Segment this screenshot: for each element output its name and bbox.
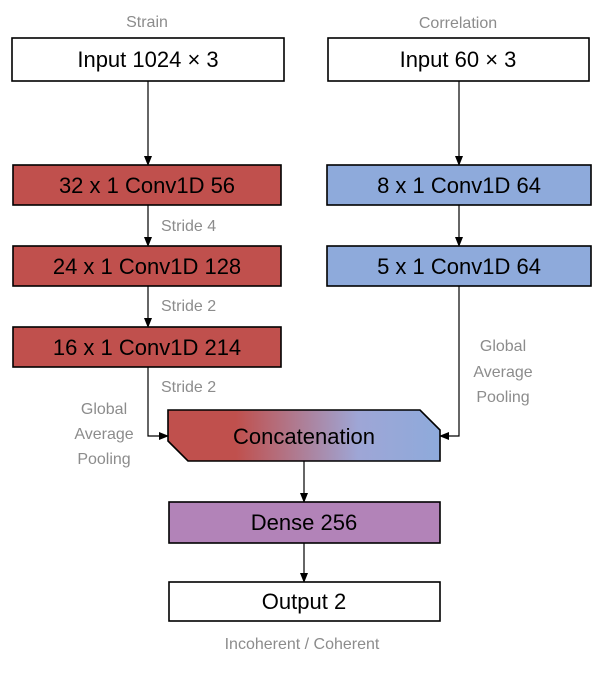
correlation-caption: Correlation <box>419 15 497 32</box>
dense-label: Dense 256 <box>251 510 357 535</box>
dense-node: Dense 256 <box>168 501 441 544</box>
strain-input-node: Input 1024 × 3 <box>11 37 285 82</box>
strain-conv3-label: 16 x 1 Conv1D 214 <box>53 335 241 360</box>
correlation-conv1-node: 8 x 1 Conv1D 64 <box>326 164 592 206</box>
output-label: Output 2 <box>262 589 346 614</box>
output-node: Output 2 <box>168 581 441 622</box>
correlation-conv1-label: 8 x 1 Conv1D 64 <box>377 173 541 198</box>
strain-conv1-label: 32 x 1 Conv1D 56 <box>59 173 235 198</box>
strain-pooling-line-3: Pooling <box>77 451 130 468</box>
stride-label-1: Stride 4 <box>161 218 216 235</box>
strain-conv2-label: 24 x 1 Conv1D 128 <box>53 254 241 279</box>
strain-pooling-caption: Global Average Pooling <box>74 401 133 468</box>
output-caption: Incoherent / Coherent <box>225 636 380 653</box>
strain-conv3-node: 16 x 1 Conv1D 214 <box>12 326 282 368</box>
correlation-input-node: Input 60 × 3 <box>327 37 590 82</box>
stride-label-2: Stride 2 <box>161 298 216 315</box>
correlation-conv2-node: 5 x 1 Conv1D 64 <box>326 245 592 287</box>
correlation-pooling-line-2: Average <box>473 364 532 381</box>
strain-pooling-line-2: Average <box>74 426 133 443</box>
correlation-input-label: Input 60 × 3 <box>400 47 517 72</box>
correlation-conv2-label: 5 x 1 Conv1D 64 <box>377 254 541 279</box>
edge-strain-conv3-to-concat <box>147 367 169 440</box>
strain-conv1-node: 32 x 1 Conv1D 56 <box>12 164 282 206</box>
strain-input-label: Input 1024 × 3 <box>77 47 218 72</box>
concatenation-label: Concatenation <box>233 424 375 449</box>
concatenation-node: Concatenation <box>167 409 441 462</box>
strain-pooling-line-1: Global <box>81 401 127 418</box>
edge-correlation-conv2-to-concat <box>439 286 460 440</box>
correlation-pooling-line-1: Global <box>480 338 526 355</box>
correlation-pooling-caption: Global Average Pooling <box>473 338 532 406</box>
strain-caption: Strain <box>126 14 168 31</box>
stride-label-3: Stride 2 <box>161 379 216 396</box>
strain-conv2-node: 24 x 1 Conv1D 128 <box>12 245 282 287</box>
correlation-pooling-line-3: Pooling <box>476 389 529 406</box>
